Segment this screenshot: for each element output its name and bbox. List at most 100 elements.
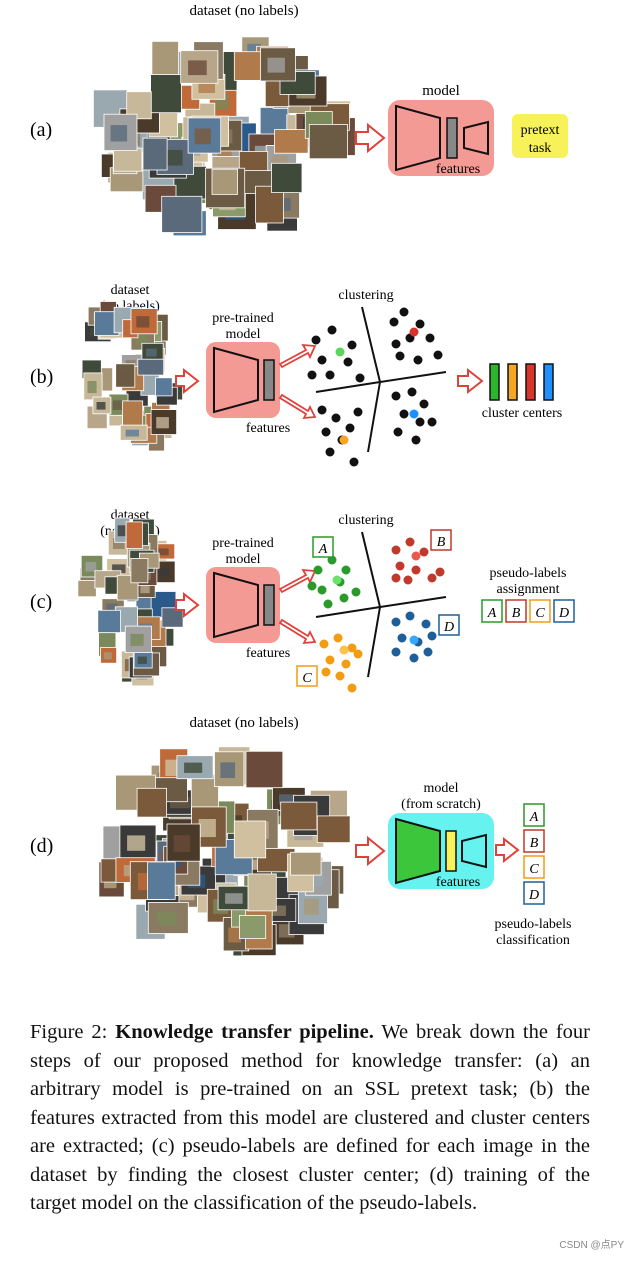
dataset-thumbnail xyxy=(211,168,238,195)
dataset-thumbnail xyxy=(125,521,143,549)
thumbnail-detail xyxy=(220,762,236,778)
panel-b-clustering-label: clustering xyxy=(338,288,393,303)
svg-text:C: C xyxy=(302,671,312,686)
cluster-point xyxy=(327,325,337,335)
encoder-shape-c xyxy=(213,571,259,639)
cluster-point xyxy=(433,350,443,360)
image-collage-c xyxy=(77,517,184,687)
panel-b-dataset-line1: dataset xyxy=(111,283,150,298)
svg-text:B: B xyxy=(437,535,446,550)
thumbnail-detail xyxy=(194,128,211,145)
dataset-thumbnail xyxy=(147,861,176,900)
cluster-point xyxy=(341,659,351,669)
caption-title: Knowledge transfer pipeline. xyxy=(115,1021,374,1043)
svg-text:D: D xyxy=(558,606,569,621)
feature-bar-c xyxy=(263,584,275,626)
cluster-point xyxy=(347,683,357,693)
dataset-thumbnail xyxy=(151,41,179,80)
arrow-c2 xyxy=(278,568,317,594)
cluster-divider-c xyxy=(315,531,447,678)
thumbnail-detail xyxy=(137,656,147,664)
cluster-point xyxy=(403,575,413,585)
image-collage-b xyxy=(81,301,183,452)
cluster-point xyxy=(407,387,417,397)
tag-a-c: A xyxy=(312,536,334,558)
panel-d-model-line2: (from scratch) xyxy=(401,797,481,812)
cluster-point xyxy=(391,647,401,657)
cluster-point xyxy=(333,633,343,643)
thumbnail-detail xyxy=(117,525,126,537)
thumbnail-detail xyxy=(106,603,118,611)
arrow-b2 xyxy=(278,343,317,369)
cluster-point xyxy=(339,645,349,655)
thumbnail-detail xyxy=(170,797,190,809)
thumbnail-detail xyxy=(156,911,177,926)
cluster-point xyxy=(397,633,407,643)
thumbnail-detail xyxy=(113,538,125,549)
dataset-thumbnail xyxy=(161,195,203,233)
thumbnail-detail xyxy=(188,60,207,76)
cluster-point xyxy=(317,405,327,415)
task-line1: pretext xyxy=(521,123,560,138)
cluster-point xyxy=(411,551,421,561)
dataset-thumbnail xyxy=(308,124,348,160)
thumbnail-detail xyxy=(119,370,129,382)
cluster-point xyxy=(425,333,435,343)
panel-d-class-line2: classification xyxy=(496,933,570,948)
panel-b-model-line2: model xyxy=(226,327,261,342)
arrow-c3 xyxy=(278,618,317,645)
cluster-point xyxy=(435,567,445,577)
svg-text:B: B xyxy=(530,836,539,851)
cluster-point xyxy=(317,355,327,365)
arrow-c1 xyxy=(175,591,200,619)
dataset-thumbnail xyxy=(238,915,267,939)
cluster-point xyxy=(325,370,335,380)
thumbnail-detail xyxy=(87,381,97,394)
cluster-point xyxy=(395,561,405,571)
image-collage-a xyxy=(93,36,356,237)
panel-b-model-line1: pre-trained xyxy=(212,311,273,326)
cluster-point xyxy=(321,667,331,677)
cluster-point xyxy=(409,635,419,645)
thumbnail-detail xyxy=(198,81,215,93)
panel-d: (d) dataset (no labels) model (from scra… xyxy=(30,715,571,957)
panel-b-features-label: features xyxy=(246,421,290,436)
panel-a-features-label: features xyxy=(436,162,480,177)
svg-text:C: C xyxy=(535,606,545,621)
dataset-thumbnail xyxy=(155,377,173,397)
thumbnail-detail xyxy=(112,400,123,410)
cluster-point xyxy=(411,565,421,575)
dataset-thumbnail xyxy=(137,358,165,376)
panel-b-label: (b) xyxy=(30,366,53,388)
panel-c-assign-line1: pseudo-labels xyxy=(490,566,567,581)
dataset-thumbnail xyxy=(142,137,168,171)
svg-text:A: A xyxy=(318,542,328,557)
dataset-thumbnail xyxy=(316,815,351,844)
cluster-point xyxy=(427,417,437,427)
thumbnail-detail xyxy=(267,57,285,73)
cluster-point xyxy=(415,319,425,329)
arrow-b3 xyxy=(278,393,317,420)
tag-b-c: B xyxy=(430,529,452,551)
dataset-thumbnail xyxy=(77,580,97,598)
panel-a: (a) dataset (no labels) model features p… xyxy=(30,3,568,237)
dataset-thumbnail xyxy=(290,851,322,876)
cluster-point xyxy=(415,417,425,427)
center-bar-green xyxy=(489,363,500,401)
model-box-c xyxy=(206,567,280,643)
thumbnail-detail xyxy=(173,835,191,852)
feature-bar-a xyxy=(446,117,458,159)
svg-text:B: B xyxy=(512,606,521,621)
cluster-point xyxy=(413,355,423,365)
thumbnail-detail xyxy=(125,429,139,437)
panel-c: (c) dataset (no labels) pre-trained mode… xyxy=(30,508,575,693)
cluster-point xyxy=(353,649,363,659)
pretext-task-box xyxy=(512,114,568,158)
cluster-point xyxy=(355,373,365,383)
panel-c-clustering-label: clustering xyxy=(338,513,393,528)
cluster-point xyxy=(307,370,317,380)
thumbnail-detail xyxy=(127,835,146,851)
thumbnail-detail xyxy=(146,348,157,357)
dataset-thumbnail xyxy=(113,147,143,172)
thumbnail-detail xyxy=(156,417,169,429)
